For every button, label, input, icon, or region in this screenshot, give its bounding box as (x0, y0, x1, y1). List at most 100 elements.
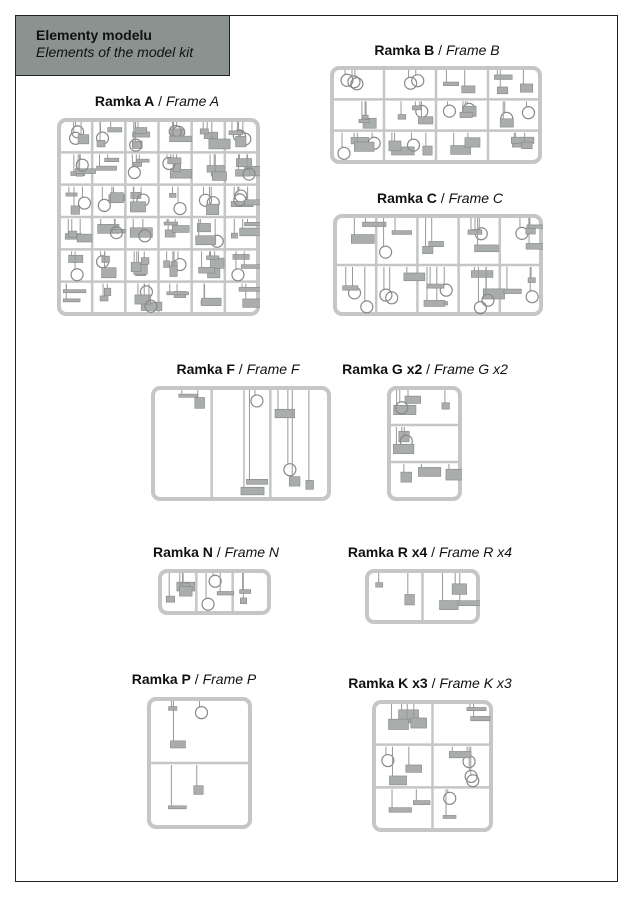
sprue-part (197, 223, 211, 233)
frame-k-label: Ramka K x3 / Frame K x3 (348, 675, 512, 691)
sprue-part (423, 300, 446, 307)
sprue-part (134, 127, 148, 134)
sprue-part (347, 75, 361, 89)
sprue-part (411, 74, 425, 88)
sprue-part (96, 140, 106, 148)
sprue-part (129, 227, 153, 238)
sprue-part (274, 408, 295, 419)
sprue-part (442, 815, 457, 819)
sprue-part (206, 255, 220, 260)
sprue-frame-r (365, 569, 480, 624)
sprue-part (65, 192, 78, 197)
sprue-part (239, 227, 260, 237)
sprue-part (520, 83, 534, 93)
sprue-part (244, 199, 260, 206)
label-pl: Ramka C (376, 190, 437, 206)
sprue-part (521, 141, 533, 149)
sprue-part (459, 111, 473, 118)
sprue-part (97, 224, 120, 234)
sprue-part (389, 775, 407, 786)
sprue-part (163, 221, 179, 226)
sprue-part (378, 245, 393, 259)
sprue-part (168, 805, 187, 810)
label-pl: Ramka F (176, 361, 235, 377)
sprue-part (403, 76, 418, 90)
sprue-part (199, 128, 209, 135)
sprue-part (109, 226, 124, 240)
sprue-part (228, 130, 243, 135)
label-en: Frame R x4 (438, 544, 513, 560)
sprue-part (130, 201, 146, 213)
sprue-part (393, 404, 417, 415)
sprue-part (494, 74, 513, 80)
sprue-part (238, 287, 260, 292)
sprue-part (362, 117, 377, 129)
sprue-part (375, 582, 384, 588)
sprue-part (236, 158, 252, 168)
sprue-part (413, 800, 431, 805)
sprue-part (129, 138, 143, 152)
sprue-part (521, 106, 536, 120)
sprue-part (422, 145, 433, 156)
sprue-part (211, 171, 227, 181)
sprue-part (239, 589, 252, 594)
sprue-part (351, 234, 375, 244)
frame-f-label: Ramka F / Frame F (176, 361, 300, 377)
sprue-part (391, 230, 412, 235)
label-pl: Ramka R x4 (347, 544, 428, 560)
sprue-part (104, 157, 120, 162)
sprue-part (165, 595, 175, 603)
sprue-part (101, 267, 117, 279)
sprue-part (305, 480, 314, 490)
sprue-part (208, 138, 231, 150)
sprue-part (169, 135, 192, 143)
frame-r-label: Ramka R x4 / Frame R x4 (347, 544, 513, 560)
sprue-part (426, 283, 445, 289)
label-en: Frame G x2 (433, 361, 508, 377)
sprue-part (173, 201, 187, 216)
sprue-frame-k (372, 700, 493, 832)
sprue-frame-a (57, 118, 260, 316)
sprue-part (406, 138, 421, 152)
sprue-part (466, 707, 487, 712)
sprue-part (240, 486, 265, 496)
sprue-part (70, 268, 84, 282)
sprue-part (111, 229, 126, 234)
sprue-part (400, 471, 412, 483)
sprue-frame-f (151, 386, 331, 501)
sprue-part (240, 597, 247, 604)
label-pl: Ramka G x2 (342, 361, 423, 377)
sprue-part (439, 283, 453, 297)
sprue-runner (151, 386, 331, 501)
label-pl: Ramka A (94, 93, 155, 109)
sprue-frame-p (147, 697, 252, 829)
sprue-part (140, 301, 163, 311)
sprue-part (525, 290, 539, 304)
sprue-part (99, 295, 109, 302)
sprue-part (97, 198, 111, 213)
sprue-part (403, 272, 426, 282)
sprue-part (499, 118, 514, 128)
sprue-part (358, 119, 370, 124)
sprue-part (134, 294, 151, 305)
sprue-part (194, 397, 205, 409)
sprue-part (104, 287, 112, 296)
sprue-part (216, 591, 235, 596)
sprue-part (230, 232, 238, 239)
sprue-part (166, 291, 189, 296)
sprue-part (439, 600, 459, 610)
sprue-part (231, 268, 245, 282)
label-en: Frame P (202, 671, 257, 687)
section-title-pl: Elementy modelu (36, 27, 152, 43)
sprue-part (443, 81, 459, 86)
frame-n-label: Ramka N / Frame N (152, 544, 280, 560)
sprue-part (62, 298, 81, 303)
sprue-frame-c (333, 214, 543, 316)
sprue-part (410, 717, 427, 729)
sprue-part (445, 468, 462, 481)
sprue-part (240, 264, 260, 269)
sprue-part (198, 193, 213, 207)
sprue-part (68, 254, 84, 263)
sprue-part (77, 134, 90, 145)
sprue-part (385, 291, 399, 305)
